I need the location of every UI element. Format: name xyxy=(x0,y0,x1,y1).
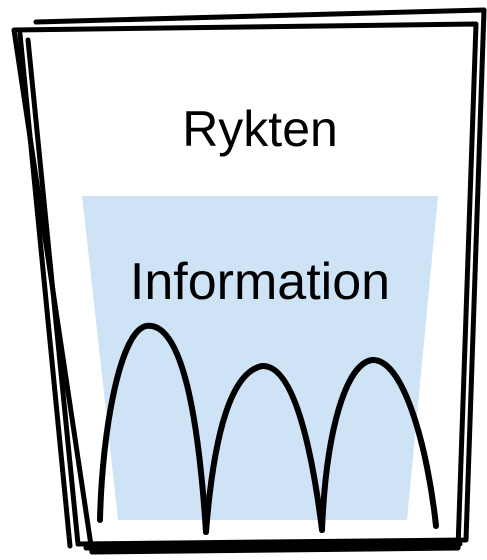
information-label: Information xyxy=(129,253,391,311)
glass-outline-icon xyxy=(11,7,487,555)
rumors-label: Rykten xyxy=(182,101,338,157)
arches-icon xyxy=(97,322,439,535)
water-fill xyxy=(82,196,438,520)
